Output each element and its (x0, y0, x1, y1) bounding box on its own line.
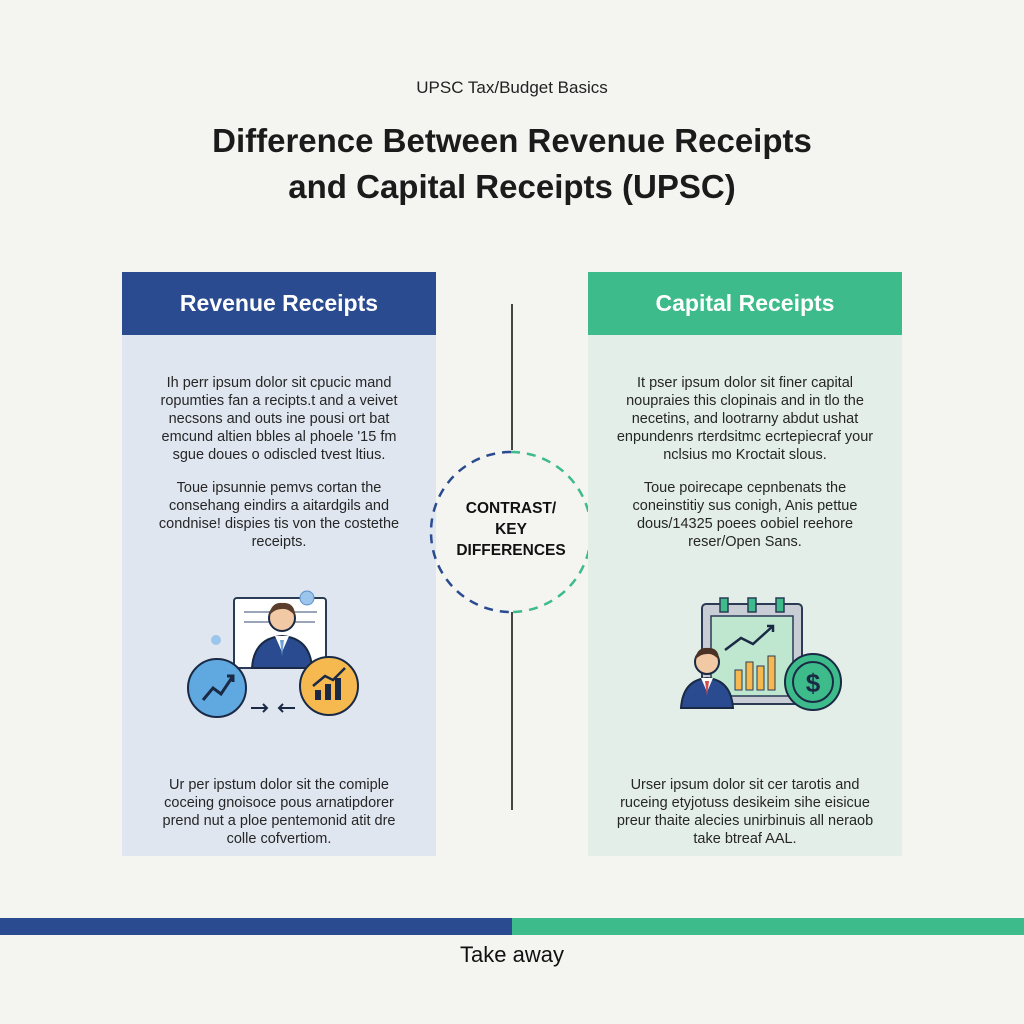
businessman-icon (679, 647, 735, 709)
contrast-label-line-3: DIFFERENCES (456, 542, 566, 559)
businessman-icon (250, 602, 314, 669)
dollar-coin-icon: $ (784, 653, 842, 711)
revenue-paragraph-2: Toue ipsunnie pemvs cortan the consehang… (158, 480, 400, 550)
revenue-receipts-heading: Revenue Receipts (122, 272, 436, 335)
footer-bar-blue (0, 918, 512, 935)
revenue-paragraph-1: Ih perr ipsum dolor sit cpucic mand ropu… (160, 375, 398, 463)
revenue-illustration (187, 590, 359, 718)
contrast-label: CONTRAST/ KEY DIFFERENCES (426, 498, 596, 561)
revenue-receipts-panel: Revenue Receipts Ih perr ipsum dolor sit… (122, 272, 436, 856)
capital-illustration: $ (679, 597, 842, 711)
kicker: UPSC Tax/Budget Basics (416, 78, 608, 97)
divider-bottom (511, 612, 513, 810)
exchange-arrows-icon (251, 703, 295, 713)
capital-receipts-heading: Capital Receipts (588, 272, 902, 335)
growth-chart-icon (187, 658, 247, 718)
takeaway-label: Take away (460, 942, 564, 967)
svg-text:$: $ (806, 668, 821, 698)
divider-top (511, 304, 513, 450)
page-title: Difference Between Revenue Receipts and … (0, 118, 1024, 210)
contrast-label-line-1: CONTRAST/ (465, 500, 557, 517)
capital-paragraph-2: Toue poirecape cepnbenats the coneinstit… (632, 480, 858, 550)
dashed-ring-icon (429, 450, 593, 614)
title-line-2: and Capital Receipts (UPSC) (288, 168, 736, 205)
revenue-paragraph-3: Ur per ipstum dolor sit the comiple coce… (162, 777, 396, 847)
capital-paragraph-3: Urser ipsum dolor sit cer tarotis and ru… (616, 777, 874, 847)
bar-chart-icon (299, 656, 359, 716)
contrast-circle: CONTRAST/ KEY DIFFERENCES (426, 448, 596, 616)
capital-receipts-panel: Capital Receipts It pser ipsum dolor sit… (588, 272, 902, 856)
capital-paragraph-1: It pser ipsum dolor sit finer capital no… (616, 375, 874, 463)
footer-bar-green (512, 918, 1024, 935)
title-line-1: Difference Between Revenue Receipts (212, 122, 812, 159)
contrast-label-line-2: KEY (495, 521, 527, 538)
clipboard-chart-icon (701, 597, 803, 705)
